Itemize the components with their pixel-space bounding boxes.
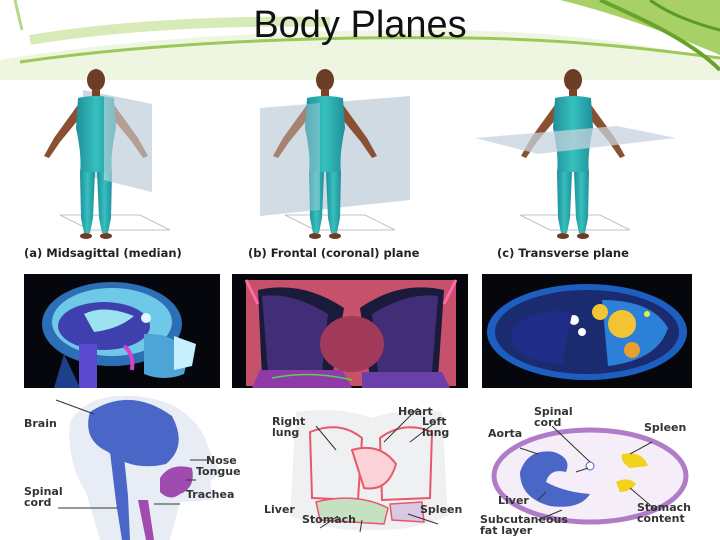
- label-liver-transverse: Liver: [498, 494, 529, 507]
- transverse-mri-scan: [482, 274, 692, 388]
- label-aorta: Aorta: [488, 427, 523, 440]
- label-spleen-transverse: Spleen: [644, 421, 687, 434]
- label-brain: Brain: [24, 417, 57, 430]
- label-stomach-frontal: Stomach: [302, 513, 356, 526]
- label-right-lung: Right lung: [272, 415, 306, 439]
- transverse-figure: [475, 69, 676, 239]
- label-left-lung: Left lung: [422, 415, 450, 439]
- sagittal-diagram: [55, 395, 220, 540]
- label-stomach-content: Stomach content: [637, 501, 691, 525]
- label-trachea: Trachea: [186, 488, 235, 501]
- label-nose: Nose: [206, 454, 237, 467]
- body-planes-figure: (a) Midsagittal (median) (b) Frontal (co…: [20, 60, 700, 540]
- label-spinal-cord-transverse: Spinal cord: [534, 405, 573, 429]
- caption-transverse: (c) Transverse plane: [497, 246, 629, 260]
- leaf-decoration: [0, 0, 720, 80]
- slide-title: Body Planes: [253, 4, 467, 46]
- frontal-mri-scan: [232, 274, 468, 388]
- label-spinal-cord-sagittal: Spinal cord: [24, 485, 63, 509]
- midsagittal-figure: [44, 69, 171, 239]
- label-heart: Heart: [398, 405, 433, 418]
- caption-midsagittal: (a) Midsagittal (median): [24, 246, 182, 260]
- label-liver-frontal: Liver: [264, 503, 295, 516]
- transverse-diagram: [491, 425, 689, 525]
- caption-frontal: (b) Frontal (coronal) plane: [248, 246, 420, 260]
- label-tongue: Tongue: [196, 465, 241, 478]
- label-subcutaneous-fat: Subcutaneous fat layer: [480, 513, 568, 537]
- label-spleen-frontal: Spleen: [420, 503, 463, 516]
- midsagittal-mri-scan: [24, 274, 220, 388]
- frontal-figure: [260, 69, 410, 239]
- frontal-diagram: [290, 407, 448, 533]
- plane-figures: [44, 69, 676, 239]
